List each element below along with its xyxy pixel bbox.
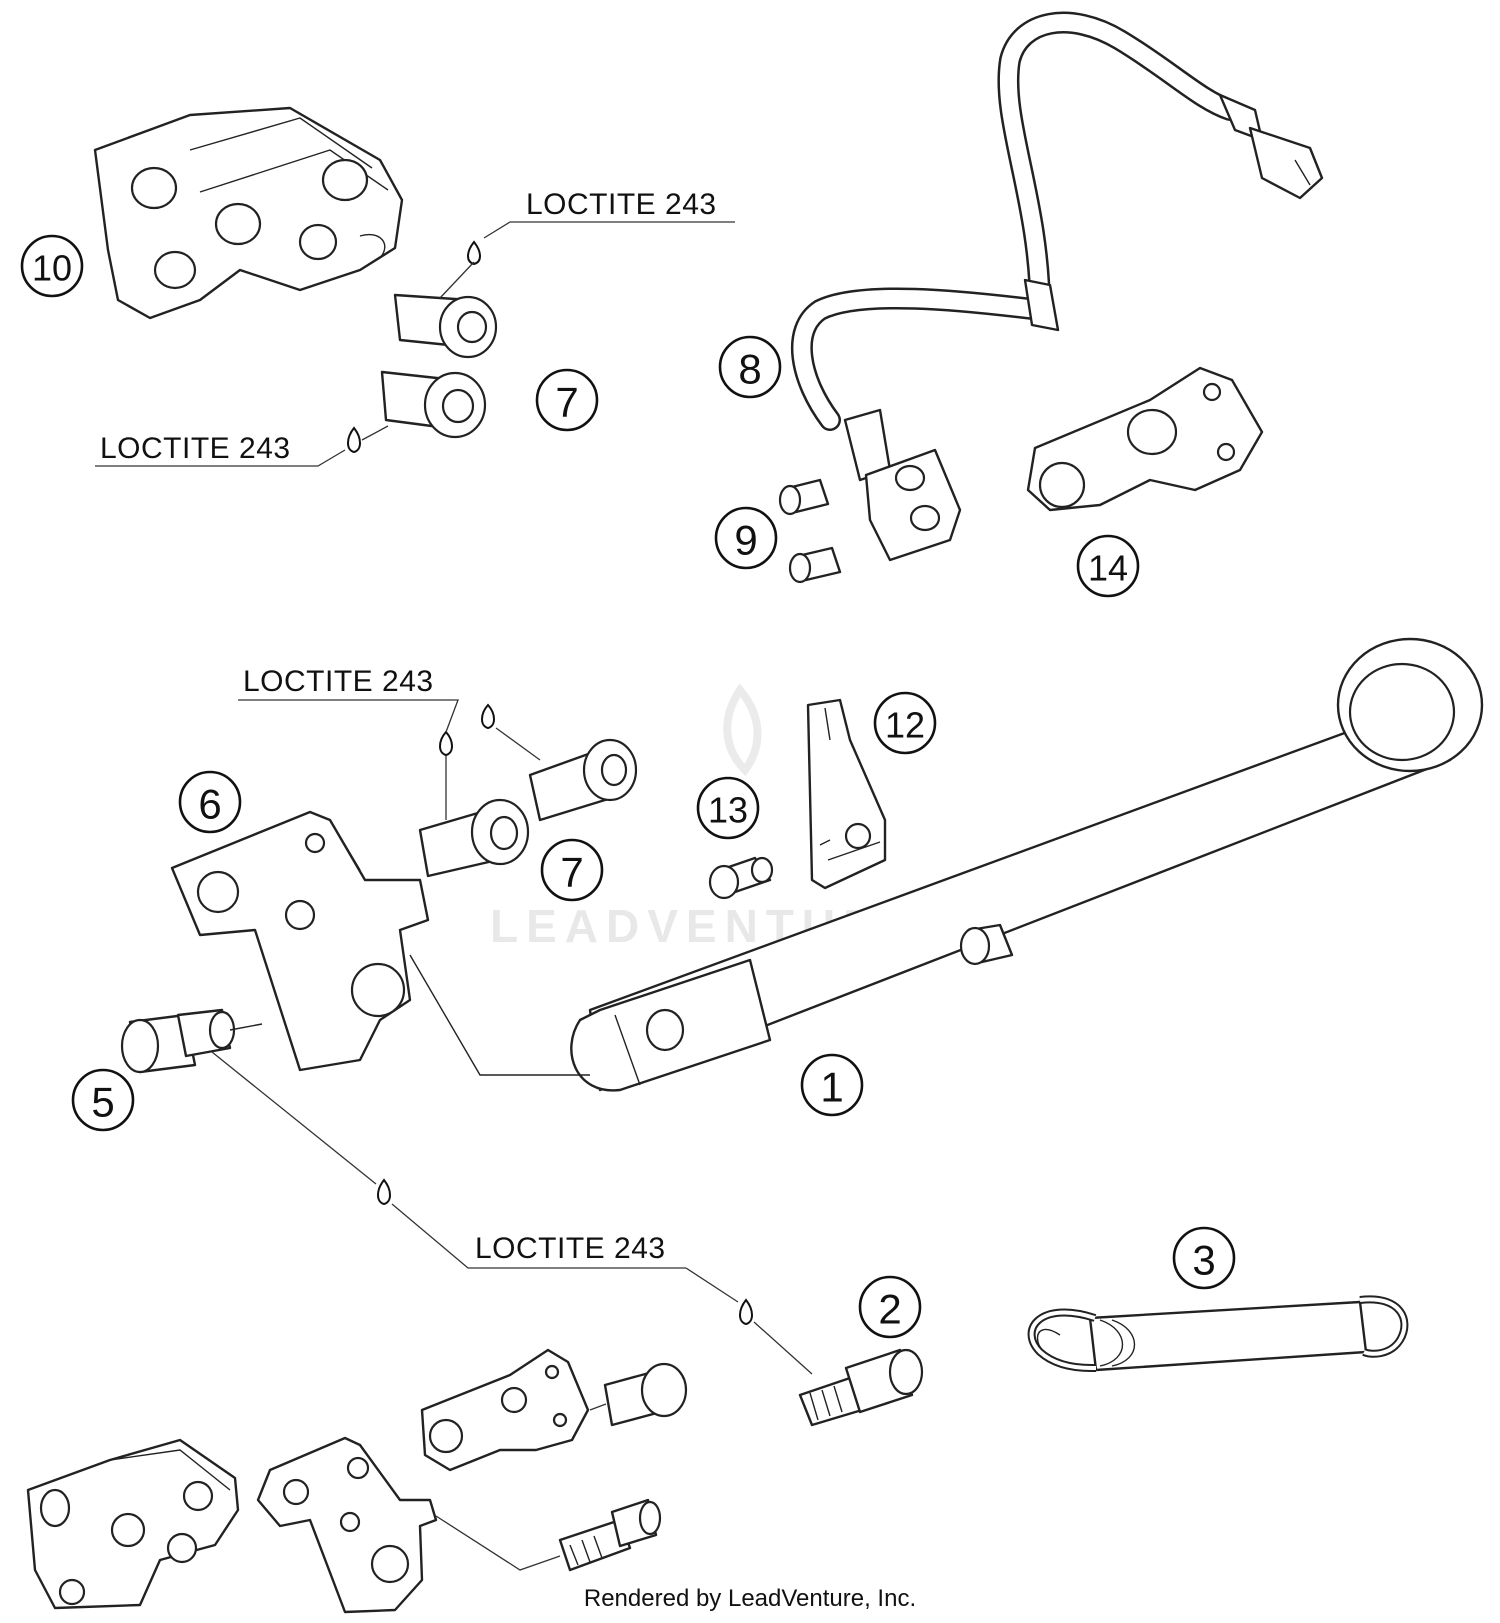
- loctite-note-2: LOCTITE 243: [95, 425, 389, 467]
- loctite-label: LOCTITE 243: [243, 665, 434, 698]
- callout-12: 12: [873, 691, 937, 755]
- loctite-label: LOCTITE 243: [475, 1232, 666, 1265]
- callout-13: 13: [696, 776, 760, 840]
- svg-text:9: 9: [734, 517, 757, 564]
- part-9-screws: [778, 478, 842, 584]
- part-14-plate: [1026, 366, 1264, 512]
- callout-3: 3: [1172, 1226, 1236, 1290]
- callout-8: 8: [718, 335, 782, 399]
- part-7-middle-bolts: [418, 738, 638, 878]
- loctite-label: LOCTITE 243: [526, 188, 717, 221]
- part-10-bracket: [93, 106, 404, 320]
- svg-text:7: 7: [555, 379, 578, 426]
- loctite-note-1: LOCTITE 243: [439, 188, 735, 299]
- part-7-upper-bolts: [380, 293, 498, 439]
- callout-5: 5: [71, 1068, 135, 1132]
- svg-text:1: 1: [820, 1064, 843, 1111]
- part-13-screw: [708, 856, 774, 900]
- part-3-spring: [1027, 1295, 1409, 1373]
- part-1-side-stand: [570, 637, 1484, 1092]
- callout-10: 10: [20, 234, 84, 298]
- part-6-pivot-bracket: [170, 810, 590, 1076]
- svg-text:3: 3: [1192, 1237, 1215, 1284]
- svg-text:2: 2: [878, 1286, 901, 1333]
- loctite-label: LOCTITE 243: [100, 432, 291, 465]
- part-12-switch-bracket: [806, 698, 887, 890]
- svg-text:7: 7: [560, 849, 583, 896]
- part-2-stud-bolt: [798, 1348, 924, 1427]
- callout-1: 1: [800, 1053, 864, 1117]
- svg-text:10: 10: [32, 248, 72, 289]
- callout-14: 14: [1076, 534, 1140, 598]
- footer-credit: Rendered by LeadVenture, Inc.: [584, 1585, 916, 1612]
- svg-text:13: 13: [708, 790, 748, 831]
- svg-text:12: 12: [885, 705, 925, 746]
- callout-7-upper: 7: [535, 368, 599, 432]
- part-8-switch-cable: [790, 11, 1324, 562]
- callout-9: 9: [714, 506, 778, 570]
- assembly-view: [26, 1348, 688, 1614]
- callout-7-middle: 7: [540, 838, 604, 902]
- callout-6: 6: [178, 770, 242, 834]
- callout-2: 2: [858, 1275, 922, 1339]
- part-5-pivot-bolt: [120, 1008, 263, 1074]
- svg-text:5: 5: [91, 1079, 114, 1126]
- svg-text:14: 14: [1088, 548, 1128, 589]
- svg-text:6: 6: [198, 781, 221, 828]
- svg-text:8: 8: [738, 346, 761, 393]
- loctite-note-4: LOCTITE 243: [211, 1051, 813, 1375]
- loctite-note-3: LOCTITE 243: [238, 665, 541, 820]
